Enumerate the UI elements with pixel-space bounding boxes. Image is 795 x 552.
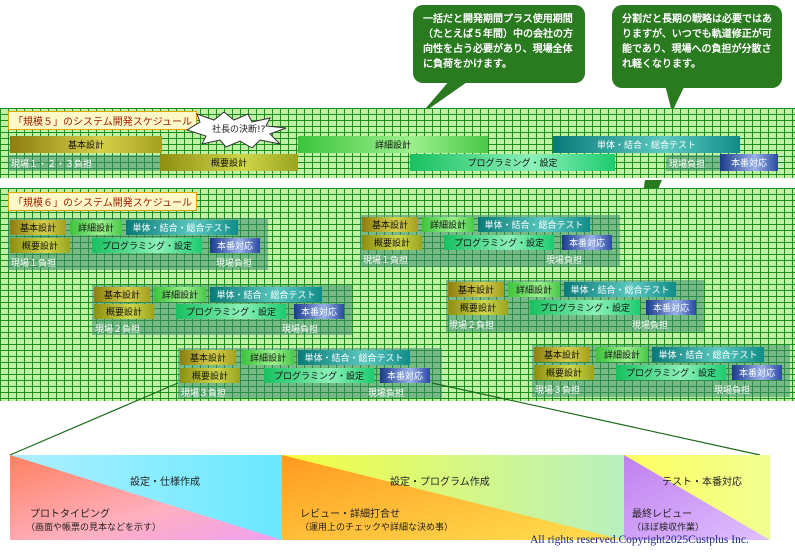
b3-honban: 本番対応	[732, 365, 782, 380]
scale6-title: 「規模６」のシステム開発スケジュール	[8, 192, 197, 211]
callout-right: 分割だと長期の戦略は必要ではありますが、いつでも軌道修正が可能であり、現場への負…	[612, 5, 782, 88]
b2-load2: 現場２負担	[449, 321, 495, 331]
a1-test: 単体・結合・総合テスト	[126, 220, 238, 235]
a2-load2: 現場２負担	[95, 325, 141, 335]
b3-test: 単体・結合・総合テスト	[652, 347, 764, 362]
phase2-head: 設定・プログラム作成	[390, 477, 490, 488]
phase2-sub1: レビュー・詳細打合せ	[300, 509, 400, 520]
b2-honban: 本番対応	[646, 300, 696, 315]
a1-shosai: 詳細設計	[70, 220, 122, 235]
b2-gaiyo: 概要設計	[448, 300, 508, 315]
scale5-bar-gaiyo: 概要設計	[160, 154, 298, 171]
a1-gaiyo: 概要設計	[10, 238, 70, 253]
scale5-bar-shosai: 詳細設計	[298, 136, 488, 153]
burst-shape	[185, 112, 287, 148]
b1-kihon: 基本設計	[362, 217, 418, 232]
copyright-text: All rights reserved.Copyright2025Custplu…	[530, 534, 749, 546]
a2-prog: プログラミング・設定	[176, 304, 286, 319]
b2-shosai: 詳細設計	[508, 282, 560, 297]
a1-load1: 現場１負担	[11, 259, 57, 269]
b1-gaiyo: 概要設計	[362, 235, 422, 250]
a2-gaiyo: 概要設計	[94, 304, 154, 319]
scale5-load-right: 現場負担	[666, 155, 726, 171]
scale5-title: 「規模５」のシステム開発スケジュール	[8, 111, 197, 130]
b1-load1: 現場１負担	[363, 256, 409, 266]
a3-load3: 現場３負担	[181, 389, 227, 399]
scale5-load-left: 現場１・２・３負担	[8, 155, 160, 171]
phase3-sub2: （ほぼ検収作業）	[632, 523, 705, 533]
phase3-head: テスト・本番対応	[662, 477, 742, 488]
a3-shosai: 詳細設計	[242, 350, 294, 365]
scale5-bar-kihon: 基本設計	[10, 136, 162, 153]
b2-genba: 現場負担	[632, 321, 669, 331]
b3-prog: プログラミング・設定	[616, 365, 726, 380]
phase-band	[10, 455, 770, 540]
b2-test: 単体・結合・総合テスト	[564, 282, 676, 297]
a2-honban: 本番対応	[294, 304, 344, 319]
b3-gaiyo: 概要設計	[534, 365, 594, 380]
scale5-bar-test: 単体・結合・総合テスト	[553, 136, 740, 153]
b1-prog: プログラミング・設定	[444, 235, 554, 250]
a1-kihon: 基本設計	[10, 220, 66, 235]
burst-text: 社長の決断!?	[212, 125, 266, 135]
b2-prog: プログラミング・設定	[530, 300, 640, 315]
phase1-sub2: （画面や帳票の見本などを示す）	[26, 523, 162, 533]
a1-prog: プログラミング・設定	[92, 238, 202, 253]
a3-kihon: 基本設計	[180, 350, 236, 365]
b1-test: 単体・結合・総合テスト	[478, 217, 590, 232]
a2-kihon: 基本設計	[94, 287, 150, 302]
phase1-sub1: プロトタイピング	[30, 509, 110, 520]
b3-kihon: 基本設計	[534, 347, 590, 362]
b3-load3: 現場３負担	[535, 386, 581, 396]
phase3-sub1: 最終レビュー	[632, 509, 692, 520]
b3-shosai: 詳細設計	[596, 347, 648, 362]
b1-honban: 本番対応	[562, 235, 612, 250]
a2-shosai: 詳細設計	[154, 287, 206, 302]
b3-genba: 現場負担	[714, 386, 751, 396]
a3-gaiyo: 概要設計	[180, 368, 240, 383]
a3-prog: プログラミング・設定	[264, 368, 374, 383]
scale5-bar-honban: 本番対応	[720, 154, 778, 171]
scale5-bar-prog: プログラミング・設定	[410, 154, 615, 171]
b2-kihon: 基本設計	[448, 282, 504, 297]
phase2-sub2: （運用上のチェックや詳細な決め事）	[300, 523, 454, 533]
a3-test: 単体・結合・総合テスト	[298, 350, 410, 365]
a3-genba: 現場負担	[368, 389, 405, 399]
a2-genba: 現場負担	[282, 325, 319, 335]
b1-shosai: 詳細設計	[422, 217, 474, 232]
a2-test: 単体・結合・総合テスト	[210, 287, 322, 302]
a1-honban: 本番対応	[210, 238, 260, 253]
callout-left: 一括だと開発期間プラス使用期間（たとえば５年間）中の会社の方向性を占う必要があり…	[413, 5, 585, 83]
a1-genba: 現場負担	[216, 259, 253, 269]
b1-genba: 現場負担	[546, 256, 583, 266]
a3-honban: 本番対応	[380, 368, 430, 383]
phase1-head: 設定・仕様作成	[130, 477, 200, 488]
